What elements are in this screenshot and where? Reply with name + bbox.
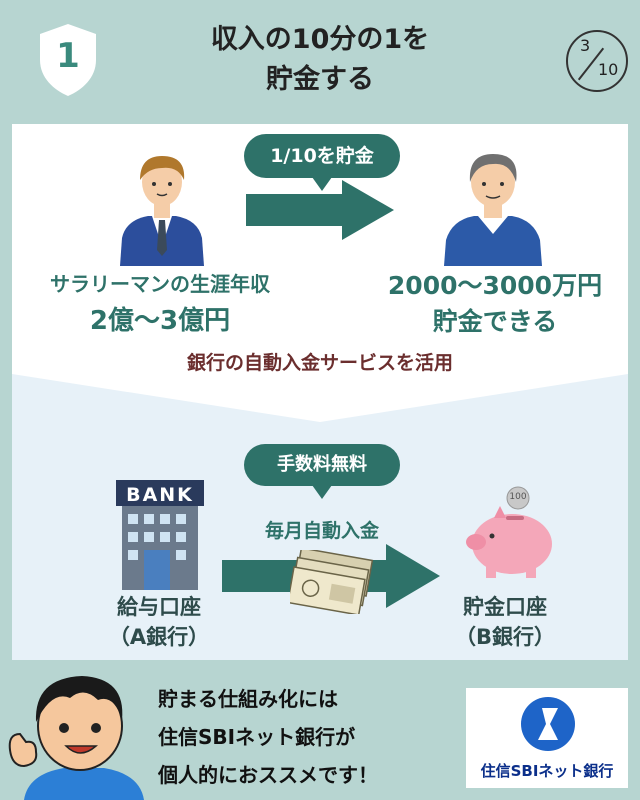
arrow-right-icon xyxy=(246,180,394,240)
bank-a-label: （A銀行） xyxy=(108,625,210,649)
elderly-man-icon xyxy=(444,154,542,266)
bubble-tail-2 xyxy=(312,485,332,499)
bubble-tail xyxy=(312,177,332,191)
title-line-2: 貯金する xyxy=(266,64,374,95)
header xyxy=(0,0,640,118)
monthly-auto-deposit-label: 毎月自動入金 xyxy=(264,520,379,542)
recommendation-line-1: 貯まる仕組み化には xyxy=(158,687,338,711)
save-tenth-bubble: 1/10を貯金 xyxy=(244,134,400,178)
thumbs-up-boy-icon xyxy=(8,676,144,800)
auto-deposit-note: 銀行の自動入金サービスを活用 xyxy=(186,352,453,374)
page-total: 10 xyxy=(598,60,619,79)
sbi-logo-icon xyxy=(521,697,575,751)
savings-amount: 2000〜3000万円 xyxy=(387,271,603,300)
savings-label: 貯金できる xyxy=(432,307,558,336)
lifetime-income-amount: 2億〜3億円 xyxy=(89,306,231,336)
recommendation-line-2: 住信SBIネット銀行が xyxy=(158,725,356,749)
salary-account-label: 給与口座 xyxy=(117,595,201,619)
title-line-1: 収入の10分の1を xyxy=(210,24,430,55)
page-current: 3 xyxy=(580,36,591,55)
bank-b-label: （B銀行） xyxy=(454,625,555,649)
page-indicator xyxy=(566,30,628,92)
chevron-down-icon xyxy=(12,374,628,422)
shield-icon xyxy=(40,24,96,96)
bank-logo-text: 住信SBIネット銀行 xyxy=(480,762,614,780)
source-account: 給与口座 （A銀行） xyxy=(94,592,224,652)
recommendation-text: 貯まる仕組み化には 住信SBIネット銀行が 個人的におススメです！ xyxy=(158,680,458,794)
destination-account: 貯金口座 （B銀行） xyxy=(440,592,570,652)
bank-sign: BANK xyxy=(126,484,194,506)
bank-building-icon xyxy=(116,480,204,590)
no-fee-bubble: 手数料無料 xyxy=(244,444,400,486)
lifetime-income-label: サラリーマンの生涯年収 xyxy=(50,272,270,296)
step-number: 1 xyxy=(56,36,80,76)
businessman-icon xyxy=(120,156,204,266)
coin-label: 100 xyxy=(509,492,527,502)
banknotes-icon xyxy=(290,550,374,614)
piggy-bank-icon xyxy=(466,486,552,578)
page-title: 収入の10分の1を 貯金する xyxy=(150,20,490,100)
recommendation-line-3: 個人的におススメです！ xyxy=(158,763,378,787)
savings-account-label: 貯金口座 xyxy=(463,595,547,619)
